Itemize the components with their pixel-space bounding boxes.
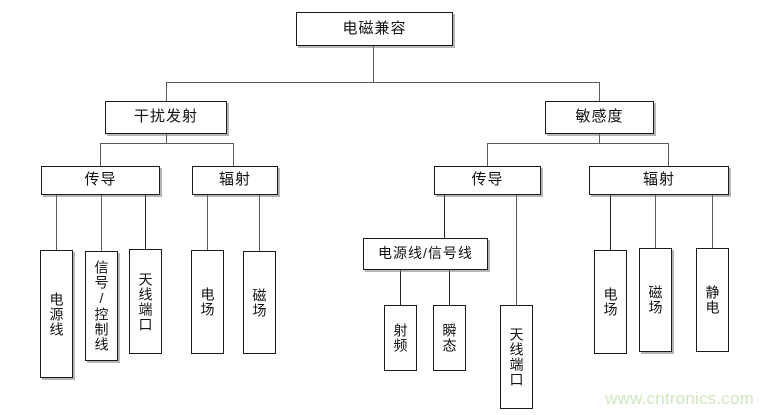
- leaf-emission-conducted-power-line[interactable]: 电源线: [40, 250, 73, 378]
- connector-ec-to-leaf-1: [101, 195, 102, 251]
- connector-sr-to-leaf-2: [712, 195, 713, 248]
- connector-er-to-leaf-1: [259, 195, 260, 251]
- leaf-label: 天线端口: [508, 327, 525, 387]
- leaf-label: 天线端口: [137, 271, 154, 332]
- node-emission-radiated[interactable]: 辐射: [192, 166, 278, 195]
- leaf-label: 电源线: [48, 291, 65, 337]
- node-interference-emission-label: 干扰发射: [133, 108, 198, 126]
- leaf-label: 射频: [392, 323, 409, 353]
- connector-er-to-leaf-0: [207, 195, 208, 250]
- connector-group-to-transient: [449, 270, 450, 305]
- connector-emission-to-conducted: [100, 143, 101, 167]
- node-emission-conducted-label: 传导: [84, 171, 117, 189]
- connector-root-stem: [373, 46, 374, 82]
- connector-sc-to-antenna: [516, 195, 517, 305]
- node-susceptibility[interactable]: 敏感度: [545, 101, 654, 134]
- leaf-susceptibility-radiated-magnetic-field[interactable]: 磁场: [639, 248, 672, 352]
- connector-emission-stem: [166, 134, 167, 143]
- connector-root-to-emission: [166, 82, 167, 102]
- leaf-susceptibility-conducted-transient[interactable]: 瞬态: [433, 305, 466, 371]
- connector-emission-bar: [100, 143, 233, 144]
- connector-ec-to-leaf-2: [145, 195, 146, 249]
- leaf-label: 电场: [602, 287, 619, 317]
- node-interference-emission[interactable]: 干扰发射: [105, 101, 227, 134]
- leaf-label: 磁场: [251, 287, 268, 318]
- node-root-electromagnetic-compatibility[interactable]: 电磁兼容: [296, 12, 453, 46]
- leaf-susceptibility-radiated-electric-field[interactable]: 电场: [594, 250, 627, 354]
- leaf-label: 磁场: [647, 285, 664, 315]
- connector-sc-to-group: [444, 195, 445, 238]
- node-emission-conducted[interactable]: 传导: [41, 166, 160, 195]
- node-power-signal-line-label: 电源线/信号线: [378, 245, 473, 262]
- connector-susceptibility-to-conducted: [487, 143, 488, 167]
- leaf-susceptibility-conducted-antenna-port[interactable]: 天线端口: [500, 305, 533, 409]
- leaf-emission-conducted-signal-control-line[interactable]: 信号/控制线: [85, 251, 118, 361]
- leaf-label: 电场: [199, 287, 216, 317]
- connector-sr-to-leaf-0: [610, 195, 611, 250]
- node-susceptibility-conducted-label: 传导: [471, 171, 504, 189]
- leaf-label: 瞬态: [441, 323, 458, 353]
- connector-root-bar: [166, 82, 600, 83]
- leaf-emission-radiated-electric-field[interactable]: 电场: [191, 250, 224, 354]
- watermark: www.cntronics.com: [605, 389, 754, 408]
- leaf-susceptibility-radiated-electrostatic[interactable]: 静电: [696, 248, 729, 352]
- connector-susceptibility-stem: [599, 134, 600, 143]
- leaf-susceptibility-conducted-rf[interactable]: 射频: [384, 305, 417, 371]
- node-emission-radiated-label: 辐射: [218, 171, 251, 189]
- node-susceptibility-label: 敏感度: [575, 108, 624, 126]
- node-susceptibility-conducted-power-signal-line[interactable]: 电源线/信号线: [363, 238, 488, 270]
- connector-susceptibility-to-radiated: [668, 143, 669, 167]
- connector-ec-to-leaf-0: [56, 195, 57, 250]
- connector-susceptibility-bar: [487, 143, 668, 144]
- node-susceptibility-radiated-label: 辐射: [642, 171, 675, 189]
- leaf-label: 信号/控制线: [93, 260, 110, 352]
- leaf-emission-conducted-antenna-port[interactable]: 天线端口: [129, 249, 162, 354]
- node-root-label: 电磁兼容: [342, 19, 407, 37]
- connector-emission-to-radiated: [233, 143, 234, 167]
- leaf-emission-radiated-magnetic-field[interactable]: 磁场: [243, 251, 276, 354]
- node-susceptibility-conducted[interactable]: 传导: [434, 166, 541, 195]
- connector-sr-to-leaf-1: [655, 195, 656, 248]
- connector-root-to-susceptibility: [599, 82, 600, 102]
- leaf-label: 静电: [704, 285, 721, 315]
- connector-group-to-rf: [400, 270, 401, 305]
- node-susceptibility-radiated[interactable]: 辐射: [589, 166, 729, 195]
